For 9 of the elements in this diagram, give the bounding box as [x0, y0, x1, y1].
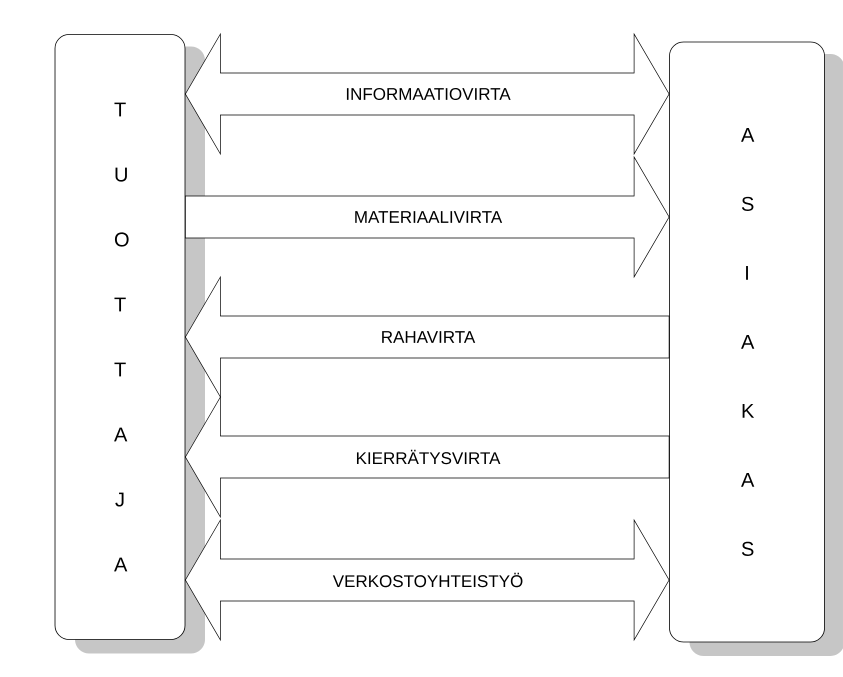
edge-label: RAHAVIRTA — [380, 330, 476, 344]
edge-label: VERKOSTOYHTEISTYÖ — [332, 572, 524, 588]
block-arrow — [185, 32, 670, 156]
rounded-box: A S I A K A S — [669, 42, 843, 656]
edge-label: MATERIAALIVIRTA — [352, 210, 504, 224]
block-arrow — [185, 156, 670, 278]
edge-label: KIERRÄTYSVIRTA — [354, 448, 502, 466]
rounded-box: T U O T T A J A — [54, 34, 205, 654]
edge-label: INFORMAATIOVIRTA — [344, 86, 512, 102]
